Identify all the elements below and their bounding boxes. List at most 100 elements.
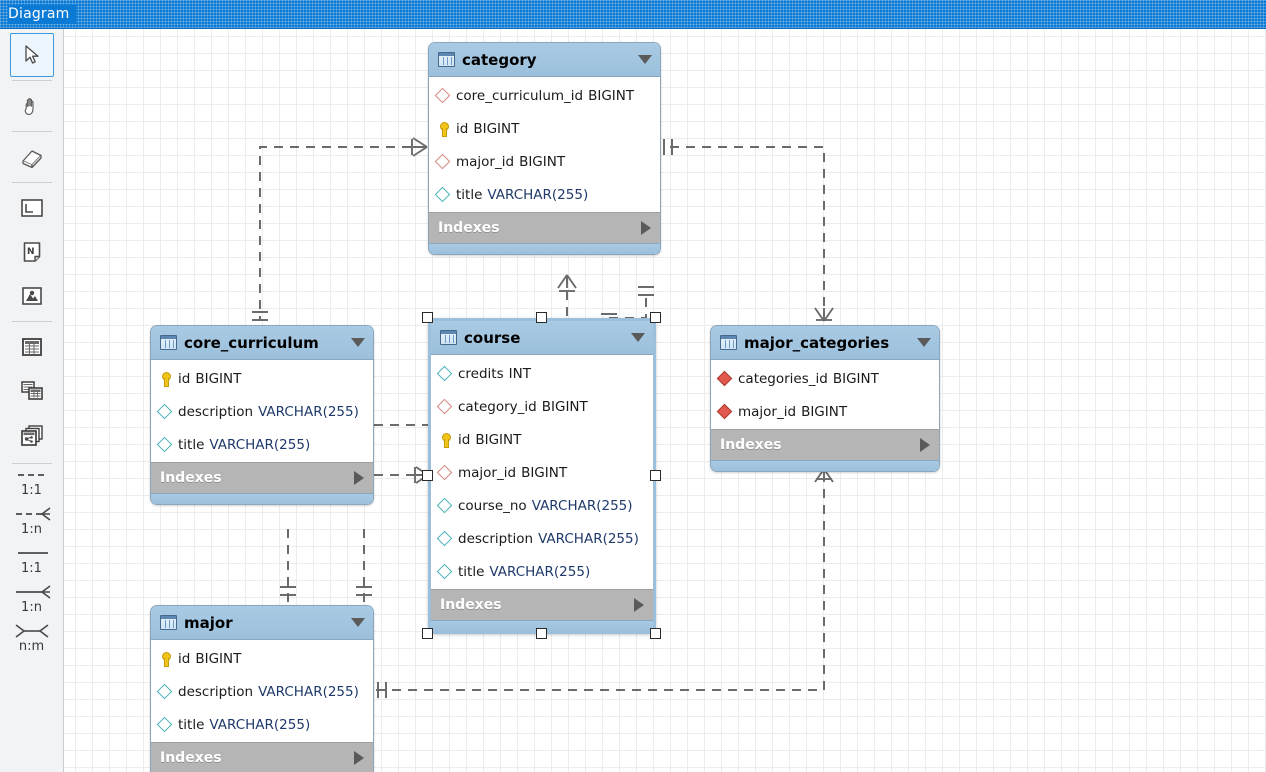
column-type: VARCHAR(255) [209,436,311,453]
entity-footer [429,243,660,254]
column-type: BIGINT [195,370,242,387]
note-tool[interactable]: N [10,230,54,274]
indexes-label: Indexes [720,437,782,453]
entity-header-major_categories[interactable]: major_categories [711,326,939,360]
column-name: categories_id [738,370,828,387]
entity-name: course [464,328,521,347]
column-name: description [458,530,534,547]
indexes-label: Indexes [438,220,500,236]
new-table-tool[interactable] [10,325,54,369]
column-type: BIGINT [475,431,522,448]
entity-header-course[interactable]: course [431,321,653,355]
hand-grab-icon [20,94,44,118]
connector-major-majorcategories [376,481,825,691]
indexes-label: Indexes [440,597,502,613]
relation-1-n-identifying[interactable]: 1:n [4,582,60,615]
indexes-row[interactable]: Indexes [151,742,373,772]
column-type: VARCHAR(255) [258,403,359,420]
selection-handle-top-center[interactable] [536,312,547,323]
connector-category-majorcategories [670,146,825,321]
column-diamond-icon [158,685,172,699]
selection-handle-bottom-center[interactable] [536,628,547,639]
palette-divider [11,80,52,81]
selection-handle-top-right[interactable] [650,312,661,323]
pk-key-icon [158,651,172,667]
pk-key-icon [438,432,452,448]
layer-tool[interactable] [10,186,54,230]
column-name: description [178,403,254,420]
one-notation-course-hook [638,286,654,296]
chevron-down-icon[interactable] [351,338,365,347]
chevron-down-icon[interactable] [631,333,645,342]
selection-handle-bottom-left[interactable] [422,628,433,639]
pointer-tool[interactable] [9,33,54,77]
indexes-row[interactable]: Indexes [151,462,373,493]
selection-handle-middle-right[interactable] [650,470,661,481]
chevron-down-icon[interactable] [917,338,931,347]
eraser-tool[interactable] [10,135,54,179]
indexes-row[interactable]: Indexes [429,212,660,243]
indexes-row[interactable]: Indexes [431,589,653,620]
chevron-right-icon[interactable] [641,221,651,235]
chevron-right-icon[interactable] [354,471,364,485]
table-icon [438,52,455,67]
column-type: BIGINT [588,87,635,104]
relation-1-1-identifying[interactable]: 1:1 [4,545,60,576]
window-titlebar: Diagram [0,0,1266,29]
relation-n-m-identifying[interactable]: n:m [4,621,60,654]
one-notation-major-right-edge [377,682,387,698]
entity-header-category[interactable]: category [429,43,660,77]
relation-1-1-non-identifying[interactable]: 1:1 [4,467,60,498]
entity-footer [431,620,653,631]
new-view-tool[interactable] [10,369,54,413]
chevron-right-icon[interactable] [920,438,930,452]
new-routine-group-tool[interactable] [10,413,54,457]
relation-1-n-non-identifying[interactable]: 1:n [4,504,60,537]
selection-handle-middle-left[interactable] [422,470,433,481]
selection-handle-top-left[interactable] [422,312,433,323]
indexes-row[interactable]: Indexes [711,429,939,460]
entity-header-core_curriculum[interactable]: core_curriculum [151,326,373,360]
chevron-right-icon[interactable] [634,598,644,612]
column-type: VARCHAR(255) [531,497,633,514]
relation-solid-1-1-icon [17,552,48,554]
column-type: VARCHAR(255) [487,186,589,203]
relation-label: 1:n [21,522,42,537]
image-picture-icon [21,286,43,306]
table-icon [160,335,177,350]
chevron-down-icon[interactable] [638,55,652,64]
image-tool[interactable] [10,274,54,318]
column-name: description [178,683,254,700]
selection-handle-bottom-right[interactable] [650,628,661,639]
chevron-down-icon[interactable] [351,618,365,627]
chevron-right-icon[interactable] [354,751,364,765]
hand-tool[interactable] [10,84,54,128]
entity-header-major[interactable]: major [151,606,373,640]
